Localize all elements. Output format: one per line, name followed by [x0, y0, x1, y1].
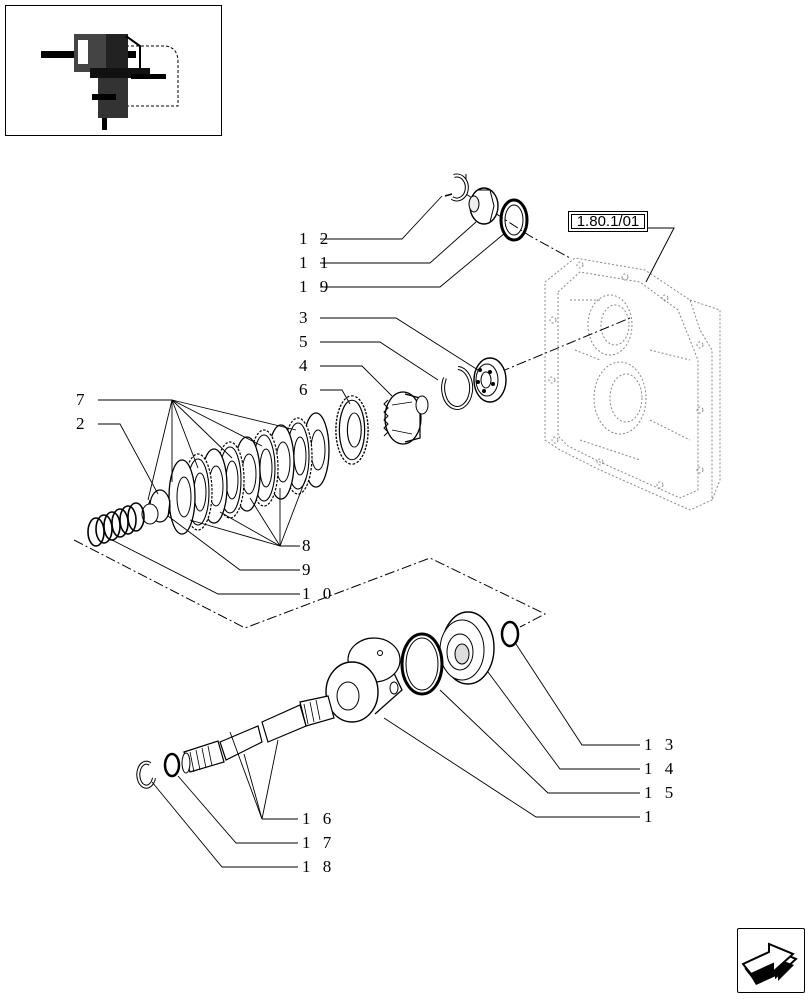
callout-12: 1 2 [299, 229, 333, 248]
next-page-button[interactable] [737, 928, 805, 993]
part-3-bearing [473, 357, 507, 403]
assembly-thumbnail[interactable] [5, 5, 222, 136]
callout-19: 1 9 [299, 277, 333, 296]
part-1-clutch-drum [325, 637, 403, 723]
callout-1: 1 [644, 807, 657, 826]
part-12-circlip [444, 173, 469, 202]
callout-18: 1 8 [302, 857, 336, 876]
callout-4: 4 [299, 356, 312, 375]
callout-7: 7 [76, 390, 89, 409]
callout-14: 1 4 [644, 759, 678, 778]
part-13-ring [500, 620, 520, 648]
callout-5: 5 [299, 332, 312, 351]
part-4-pinion-gear [383, 391, 429, 445]
callout-8: 8 [302, 536, 315, 555]
next-page-arrow-icon [741, 942, 798, 985]
housing-cover [544, 257, 721, 511]
assembly-thumbnail-icon [41, 34, 179, 130]
callout-10: 1 0 [302, 584, 336, 603]
part-16-shaft [181, 695, 335, 774]
callout-2: 2 [76, 414, 89, 433]
callout-6: 6 [299, 380, 312, 399]
part-15-o-ring [400, 632, 444, 696]
reference-page-label[interactable]: 1.80.1/01 [568, 211, 648, 232]
part-10-spring [87, 502, 145, 547]
callout-3: 3 [299, 308, 312, 327]
callout-16: 1 6 [302, 809, 336, 828]
part-6-gear-disk [335, 395, 369, 465]
part-2-spacer [141, 489, 171, 525]
callout-15: 1 5 [644, 783, 678, 802]
part-19-seal-ring [499, 198, 529, 242]
callout-13: 1 3 [644, 735, 678, 754]
leader-lines [98, 195, 640, 868]
part-18-circlip [136, 760, 156, 789]
part-17-ring [163, 752, 181, 778]
callout-17: 1 7 [302, 833, 336, 852]
callout-11: 1 1 [299, 253, 333, 272]
clutch-pack-plates [168, 412, 330, 535]
part-11-plug [468, 187, 499, 225]
callout-9: 9 [302, 560, 315, 579]
part-14-piston [439, 611, 495, 685]
part-5-snap-ring [441, 366, 474, 410]
